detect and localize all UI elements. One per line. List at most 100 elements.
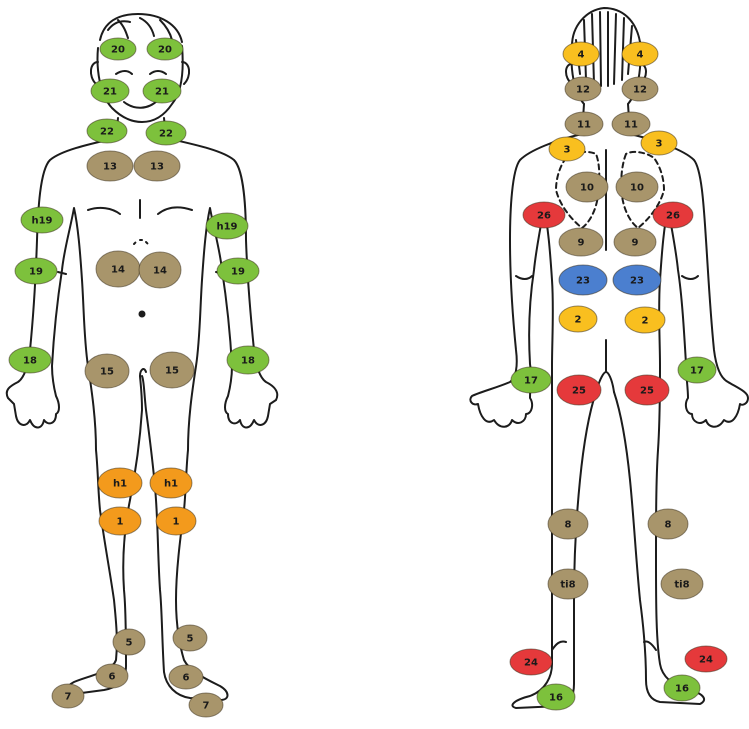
- point-back-9-right: 9: [614, 228, 656, 256]
- point-label: h1: [164, 479, 178, 490]
- point-label: 1: [117, 517, 124, 528]
- point-back-17-right: 17: [678, 357, 716, 383]
- back-markers: 4 4 12 12 11 11 3 3 10 10 26 26 9 9 23 23 2 2 17 17 25 25 8 8 ti…: [510, 42, 727, 710]
- point-label: 4: [637, 50, 644, 61]
- back-heels: [552, 641, 656, 650]
- point-back-16-right: 16: [664, 675, 700, 701]
- point-front-15-right: 15: [150, 352, 194, 388]
- point-front-5-left: 5: [113, 629, 145, 655]
- point-label: 8: [665, 520, 672, 531]
- point-label: 25: [572, 386, 586, 397]
- point-back-26-left: 26: [523, 202, 565, 228]
- point-label: 18: [241, 356, 255, 367]
- point-label: 9: [632, 238, 639, 249]
- point-label: 3: [564, 145, 571, 156]
- point-label: 10: [580, 183, 594, 194]
- point-label: 22: [159, 129, 173, 140]
- point-back-10-right: 10: [616, 172, 658, 202]
- point-label: ti8: [560, 580, 575, 591]
- point-front-6-left: 6: [96, 664, 128, 688]
- point-back-25-right: 25: [625, 375, 669, 405]
- point-back-23-right: 23: [613, 265, 661, 295]
- point-front-5-right: 5: [173, 625, 207, 651]
- point-label: 18: [23, 356, 37, 367]
- point-back-8-left: 8: [548, 509, 588, 539]
- point-label: 2: [575, 315, 582, 326]
- point-label: 9: [578, 238, 585, 249]
- point-back-4-right: 4: [622, 42, 658, 66]
- point-front-19-left: 19: [15, 258, 57, 284]
- point-label: 12: [576, 85, 590, 96]
- point-back-2-right: 2: [625, 307, 665, 333]
- point-back-12-left: 12: [565, 77, 601, 101]
- point-back-ti8-left: ti8: [548, 569, 588, 599]
- point-label: 20: [111, 45, 125, 56]
- point-front-22-right: 22: [146, 121, 186, 145]
- point-back-24-right: 24: [685, 646, 727, 672]
- point-back-8-right: 8: [648, 509, 688, 539]
- point-label: h19: [216, 222, 237, 233]
- point-label: 7: [65, 692, 72, 703]
- point-label: 26: [537, 211, 551, 222]
- point-back-10-left: 10: [566, 172, 608, 202]
- point-label: 19: [231, 267, 245, 278]
- point-label: 21: [103, 87, 117, 98]
- front-navel: [140, 312, 145, 317]
- point-label: 17: [524, 376, 538, 387]
- point-label: 12: [633, 85, 647, 96]
- point-back-3-left: 3: [549, 137, 585, 161]
- point-label: 11: [577, 120, 591, 131]
- point-front-1-right: 1: [156, 507, 196, 535]
- point-label: 6: [183, 673, 190, 684]
- point-label: 13: [150, 162, 164, 173]
- point-label: 3: [656, 139, 663, 150]
- point-label: 2: [642, 316, 649, 327]
- point-label: 11: [624, 120, 638, 131]
- point-label: h1: [113, 479, 127, 490]
- point-label: 26: [666, 211, 680, 222]
- point-label: 13: [103, 162, 117, 173]
- point-label: 14: [153, 266, 167, 277]
- point-label: 23: [576, 276, 590, 287]
- point-back-11-right: 11: [612, 112, 650, 136]
- point-front-13-left: 13: [87, 151, 133, 181]
- point-back-17-left: 17: [511, 367, 551, 393]
- point-label: 23: [630, 276, 644, 287]
- point-front-6-right: 6: [169, 665, 203, 689]
- point-front-h1-left: h1: [98, 468, 142, 498]
- point-front-h19-right: h19: [206, 213, 248, 239]
- point-label: 20: [158, 45, 172, 56]
- point-label: 17: [690, 366, 704, 377]
- front-markers: 2020212122221313h19h191919141418181515h1…: [9, 38, 269, 717]
- point-front-1-left: 1: [99, 507, 141, 535]
- point-label: 15: [100, 367, 114, 378]
- point-label: 16: [675, 684, 689, 695]
- point-front-13-right: 13: [134, 151, 180, 181]
- front-hair: [100, 14, 182, 42]
- point-label: 6: [109, 672, 116, 683]
- point-label: 21: [155, 87, 169, 98]
- point-back-2-left: 2: [559, 306, 597, 332]
- point-label: 10: [630, 183, 644, 194]
- point-label: 16: [549, 693, 563, 704]
- point-label: 4: [578, 50, 585, 61]
- point-label: 8: [565, 520, 572, 531]
- point-front-21-left: 21: [91, 79, 129, 103]
- point-label: 1: [173, 517, 180, 528]
- point-label: 5: [187, 634, 194, 645]
- point-back-24-left: 24: [510, 649, 552, 675]
- point-label: ti8: [674, 580, 689, 591]
- point-front-18-right: 18: [227, 346, 269, 374]
- front-eyes: [116, 71, 166, 74]
- point-front-14-left: 14: [96, 251, 140, 287]
- point-back-3-right: 3: [641, 131, 677, 155]
- point-back-11-left: 11: [565, 112, 603, 136]
- point-back-ti8-right: ti8: [661, 569, 703, 599]
- point-label: 14: [111, 265, 125, 276]
- point-front-20-right: 20: [147, 38, 183, 60]
- point-front-22-left: 22: [87, 119, 127, 143]
- point-back-9-left: 9: [559, 228, 603, 256]
- point-front-19-right: 19: [217, 258, 259, 284]
